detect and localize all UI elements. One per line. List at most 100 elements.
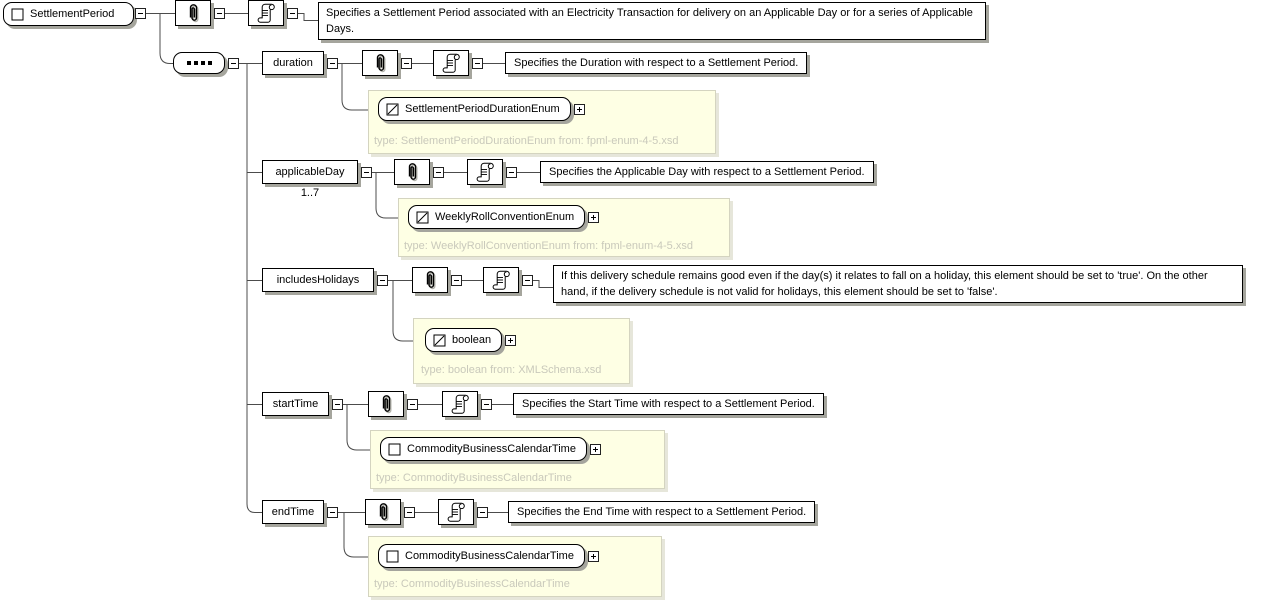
element-label: startTime	[272, 398, 319, 410]
root-doc-box: Specifies a Settlement Period associated…	[318, 2, 986, 40]
duration-collapse-toggle[interactable]	[327, 58, 338, 69]
scroll-icon	[442, 53, 460, 73]
duration-annotation-collapse-toggle[interactable]	[472, 58, 483, 69]
type-ref-shape[interactable]: CommodityBusinessCalendarTime	[378, 544, 585, 568]
type-expand-toggle[interactable]	[573, 103, 585, 115]
duration-attributes-button[interactable]	[362, 50, 398, 76]
type-caption: type: CommodityBusinessCalendarTime	[376, 472, 572, 484]
endtime-annotation-button[interactable]	[438, 499, 474, 525]
scroll-icon	[257, 3, 275, 23]
paperclip-icon	[376, 54, 386, 73]
type-expand-toggle[interactable]	[589, 443, 601, 455]
doc-text: Specifies the Duration with respect to a…	[514, 57, 799, 69]
occurrence-label: 1..7	[300, 187, 320, 199]
paperclip-icon	[382, 395, 392, 414]
root-annotation-collapse-toggle[interactable]	[287, 8, 298, 19]
starttime-type-ref[interactable]: CommodityBusinessCalendarTime	[380, 437, 601, 461]
element-label: applicableDay	[275, 166, 345, 178]
endtime-doc-box: Specifies the End Time with respect to a…	[508, 501, 816, 523]
starttime-attributes-button[interactable]	[368, 391, 404, 417]
endtime-annotation-collapse-toggle[interactable]	[477, 507, 488, 518]
root-annotation-button[interactable]	[248, 0, 284, 26]
doc-text: If this delivery schedule remains good e…	[561, 270, 1208, 298]
element-applicableday[interactable]: applicableDay	[262, 160, 358, 184]
applicableday-annotation-button[interactable]	[467, 159, 503, 185]
includesholidays-attributes-collapse-toggle[interactable]	[451, 275, 462, 286]
includesholidays-attributes-button[interactable]	[412, 267, 448, 293]
starttime-annotation-button[interactable]	[442, 391, 478, 417]
type-ref-label: boolean	[452, 334, 492, 346]
element-endtime[interactable]: endTime	[262, 500, 324, 524]
type-expand-toggle[interactable]	[505, 334, 517, 346]
scroll-icon	[447, 502, 465, 522]
doc-text: Specifies the Applicable Day with respec…	[549, 166, 865, 178]
doc-text: Specifies the End Time with respect to a…	[517, 506, 807, 518]
square-icon	[388, 443, 401, 455]
applicableday-attributes-button[interactable]	[394, 159, 430, 185]
duration-doc-box: Specifies the Duration with respect to a…	[505, 52, 808, 74]
applicableday-type-ref[interactable]: WeeklyRollConventionEnum	[408, 205, 600, 229]
type-ref-shape[interactable]: WeeklyRollConventionEnum	[408, 205, 586, 229]
paperclip-icon	[408, 163, 418, 182]
sequence-dots-icon	[186, 61, 191, 65]
element-includesholidays[interactable]: includesHolidays	[262, 268, 374, 292]
square-slash-icon	[416, 211, 429, 223]
starttime-doc-box: Specifies the Start Time with respect to…	[513, 393, 824, 415]
type-ref-shape[interactable]: CommodityBusinessCalendarTime	[380, 437, 587, 461]
root-element-label: SettlementPeriod	[30, 8, 115, 20]
type-ref-shape[interactable]: SettlementPeriodDurationEnum	[378, 97, 571, 121]
includesholidays-type-ref[interactable]: boolean	[425, 328, 517, 352]
root-element-settlementperiod[interactable]: SettlementPeriod	[3, 2, 134, 26]
endtime-collapse-toggle[interactable]	[327, 507, 338, 518]
starttime-attributes-collapse-toggle[interactable]	[407, 399, 418, 410]
duration-attributes-collapse-toggle[interactable]	[401, 58, 412, 69]
starttime-collapse-toggle[interactable]	[332, 399, 343, 410]
scroll-icon	[476, 162, 494, 182]
type-caption: type: WeeklyRollConventionEnum from: fpm…	[404, 240, 693, 252]
duration-type-ref[interactable]: SettlementPeriodDurationEnum	[378, 97, 585, 121]
applicableday-doc-box: Specifies the Applicable Day with respec…	[540, 161, 874, 183]
applicableday-attributes-collapse-toggle[interactable]	[433, 167, 444, 178]
scroll-icon	[451, 394, 469, 414]
square-slash-icon	[386, 103, 399, 115]
includesholidays-doc-box: If this delivery schedule remains good e…	[553, 265, 1243, 303]
endtime-type-ref[interactable]: CommodityBusinessCalendarTime	[378, 544, 599, 568]
doc-text: Specifies the Start Time with respect to…	[522, 398, 815, 410]
includesholidays-annotation-collapse-toggle[interactable]	[522, 275, 533, 286]
root-doc-text: Specifies a Settlement Period associated…	[326, 7, 973, 35]
element-label: duration	[273, 57, 313, 69]
type-ref-label: CommodityBusinessCalendarTime	[407, 443, 576, 455]
type-caption: type: SettlementPeriodDurationEnum from:…	[374, 135, 679, 147]
type-ref-label: SettlementPeriodDurationEnum	[405, 103, 560, 115]
duration-annotation-button[interactable]	[433, 50, 469, 76]
scroll-icon	[492, 270, 510, 290]
sequence-compositor[interactable]	[173, 52, 225, 74]
type-caption: type: CommodityBusinessCalendarTime	[374, 578, 570, 590]
includesholidays-collapse-toggle[interactable]	[377, 275, 388, 286]
applicableday-collapse-toggle[interactable]	[361, 167, 372, 178]
endtime-attributes-button[interactable]	[365, 499, 401, 525]
element-starttime[interactable]: startTime	[262, 392, 329, 416]
root-collapse-toggle[interactable]	[135, 8, 146, 19]
root-attributes-collapse-toggle[interactable]	[214, 8, 225, 19]
element-square-icon	[11, 8, 24, 20]
type-expand-toggle[interactable]	[588, 211, 600, 223]
paperclip-icon	[189, 4, 199, 23]
paperclip-icon	[426, 271, 436, 290]
includesholidays-annotation-button[interactable]	[483, 267, 519, 293]
type-ref-shape[interactable]: boolean	[425, 328, 503, 352]
sequence-collapse-toggle[interactable]	[228, 58, 239, 69]
element-duration[interactable]: duration	[262, 51, 324, 75]
element-label: includesHolidays	[276, 274, 360, 286]
type-expand-toggle[interactable]	[587, 550, 599, 562]
paperclip-icon	[379, 503, 389, 522]
applicableday-annotation-collapse-toggle[interactable]	[506, 167, 517, 178]
starttime-annotation-collapse-toggle[interactable]	[481, 399, 492, 410]
endtime-attributes-collapse-toggle[interactable]	[404, 507, 415, 518]
type-ref-label: WeeklyRollConventionEnum	[435, 211, 575, 223]
square-slash-icon	[433, 334, 446, 346]
root-attributes-button[interactable]	[175, 0, 211, 26]
square-icon	[386, 550, 399, 562]
